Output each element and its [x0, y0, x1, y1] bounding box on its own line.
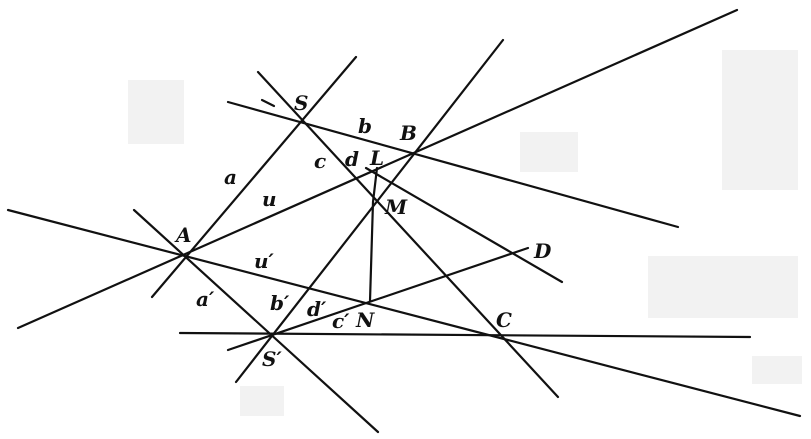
- background-artifact: [128, 80, 184, 144]
- label-point-M: M: [384, 195, 408, 219]
- label-point-S: S: [294, 91, 308, 115]
- line-u-prime: [6, 208, 802, 418]
- segment-LM: [371, 166, 379, 204]
- label-line-b-prime: b′: [270, 291, 290, 315]
- segment-MN: [368, 200, 375, 303]
- label-line-a-prime: a′: [196, 287, 215, 311]
- label-line-c-prime: c′: [332, 309, 350, 333]
- line-c: [256, 70, 560, 399]
- label-point-S-prime: S′: [262, 347, 282, 371]
- line-b: [226, 100, 680, 229]
- label-line-u: u: [262, 187, 277, 211]
- line-b-prime: [234, 38, 505, 384]
- line-d: [364, 166, 564, 284]
- label-point-D: D: [533, 239, 552, 263]
- background-artifact: [240, 386, 284, 416]
- label-line-c: c: [314, 149, 326, 173]
- label-point-C: C: [496, 308, 512, 332]
- label-point-L: L: [369, 146, 384, 170]
- background-artifact: [722, 50, 798, 190]
- tick-mark-near-S: [260, 98, 276, 108]
- label-line-u-prime: u′: [254, 249, 275, 273]
- line-a-prime: [132, 208, 380, 434]
- background-artifact: [752, 356, 802, 384]
- label-line-d-prime: d′: [307, 297, 327, 321]
- line-c-prime: [178, 331, 752, 339]
- label-line-b: b: [358, 114, 372, 138]
- label-line-a: a: [224, 165, 237, 189]
- background-artifact: [648, 256, 798, 318]
- label-point-A: A: [174, 223, 192, 247]
- background-artifact: [520, 132, 578, 172]
- label-point-N: N: [355, 308, 375, 332]
- label-line-d: d: [345, 147, 359, 171]
- label-point-B: B: [399, 121, 417, 145]
